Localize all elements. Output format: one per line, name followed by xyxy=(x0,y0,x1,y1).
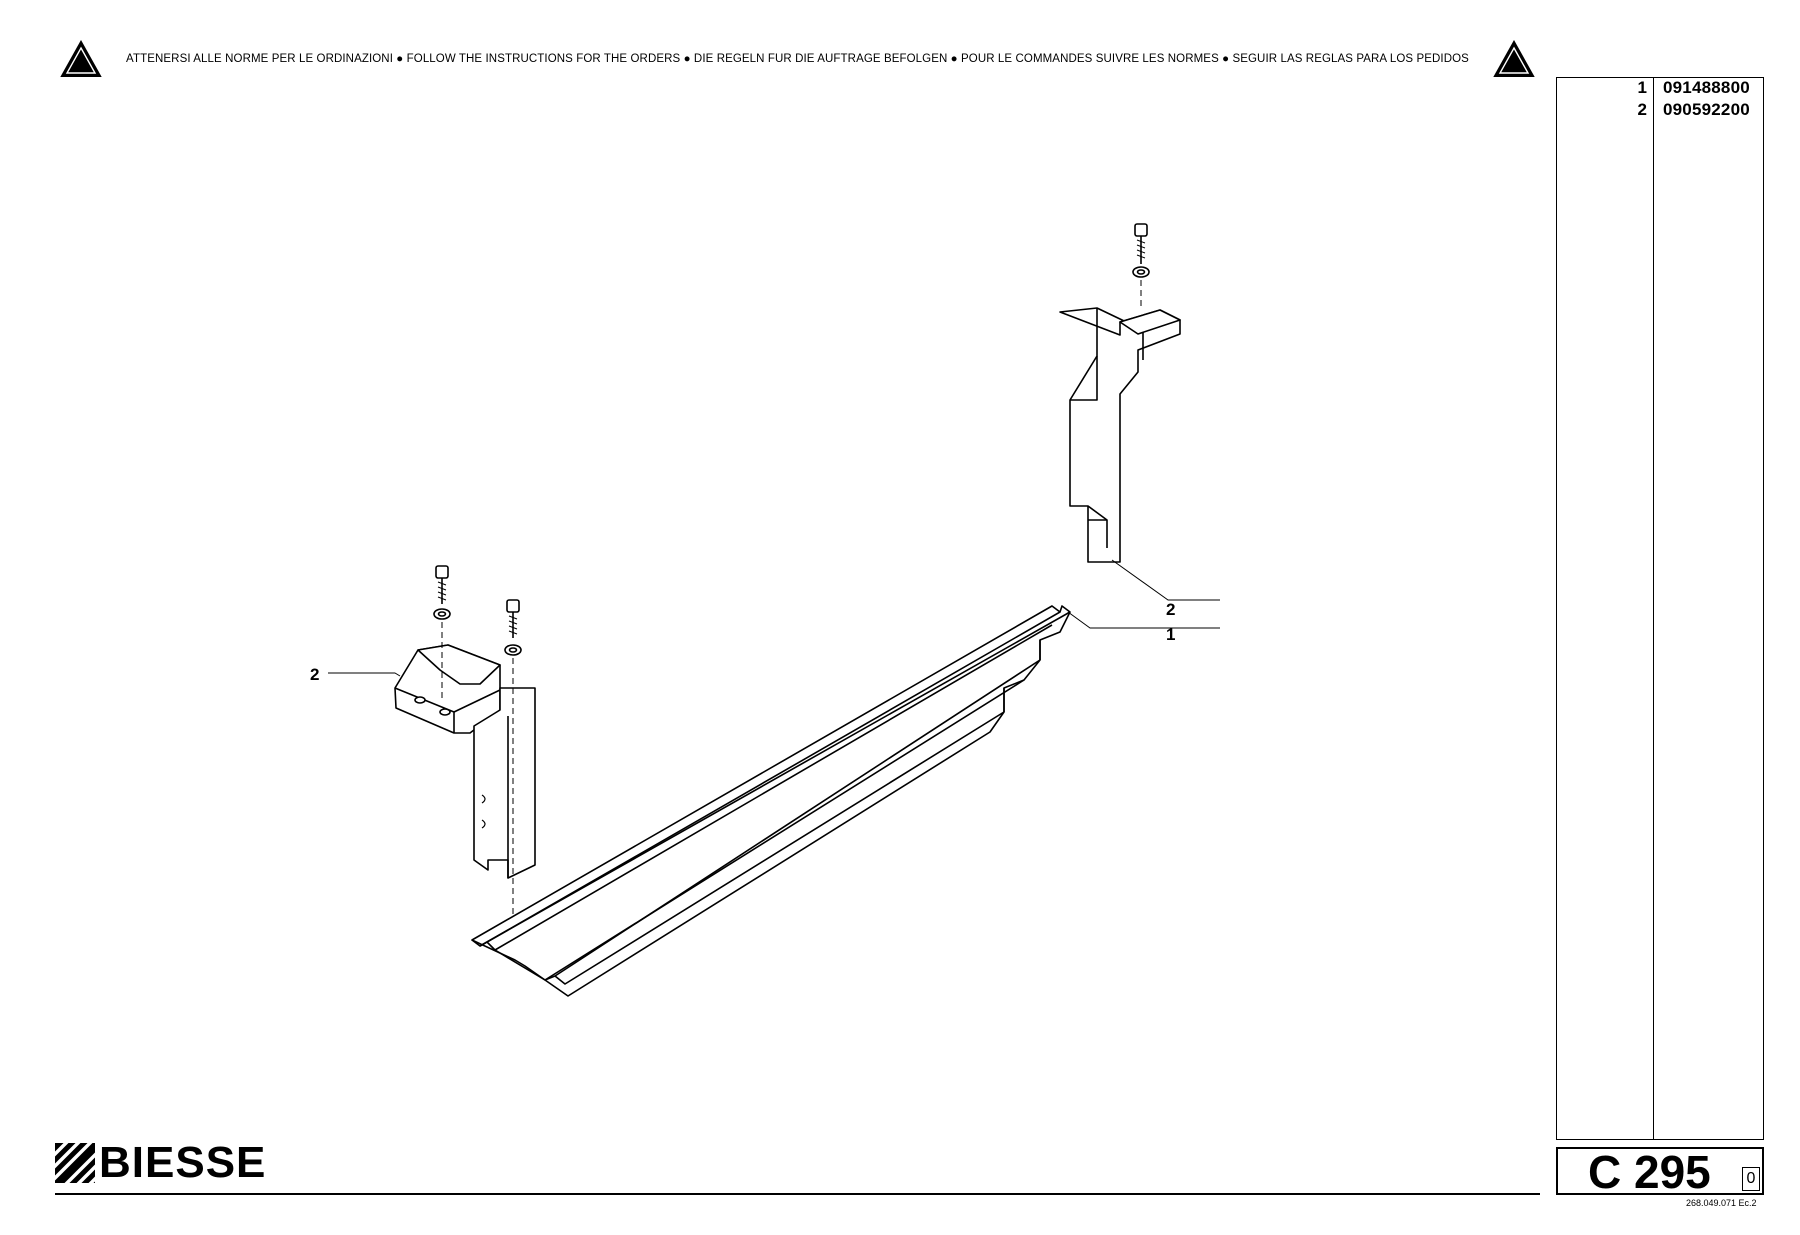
page-code: C 295 xyxy=(1588,1146,1711,1198)
part-code: 091488800 xyxy=(1663,78,1750,97)
warning-triangle-icon xyxy=(60,40,102,77)
callout-right-bracket: 2 xyxy=(1166,600,1176,619)
left-bracket-drawing xyxy=(394,644,536,879)
right-screw-drawing xyxy=(1132,223,1150,310)
rail-drawing xyxy=(471,605,1071,997)
parts-row: 1 091488800 xyxy=(1557,78,1765,100)
part-item-number: 2 xyxy=(1637,100,1647,119)
leader-lines xyxy=(328,559,1220,677)
part-code: 090592200 xyxy=(1663,100,1750,119)
warning-triangle-icon xyxy=(1493,40,1535,77)
ordering-instructions-header: ATTENERSI ALLE NORME PER LE ORDINAZIONI … xyxy=(60,38,1535,80)
exploded-parts-drawing xyxy=(328,223,1220,997)
biesse-logo: BIESSE xyxy=(55,1138,267,1187)
document-reference: 268.049.071 Ec.2 xyxy=(1686,1198,1757,1208)
ordering-instructions-text: ATTENERSI ALLE NORME PER LE ORDINAZIONI … xyxy=(126,53,1469,65)
parts-row: 2 090592200 xyxy=(1557,100,1765,122)
callout-left-bracket: 2 xyxy=(310,665,320,684)
part-item-number: 1 xyxy=(1637,78,1647,97)
biesse-stripes-icon xyxy=(55,1143,95,1183)
right-bracket-drawing xyxy=(1059,307,1181,563)
parts-list-table: 1 091488800 2 090592200 xyxy=(1556,77,1764,1140)
parts-table-divider xyxy=(1653,78,1654,1139)
left-screws-drawing xyxy=(433,565,522,920)
brand-name: BIESSE xyxy=(99,1138,267,1187)
revision-number: 0 xyxy=(1742,1167,1760,1191)
page-code-box: C 295 0 xyxy=(1556,1147,1764,1195)
callout-rail: 1 xyxy=(1166,625,1176,644)
footer-rule xyxy=(55,1193,1540,1195)
